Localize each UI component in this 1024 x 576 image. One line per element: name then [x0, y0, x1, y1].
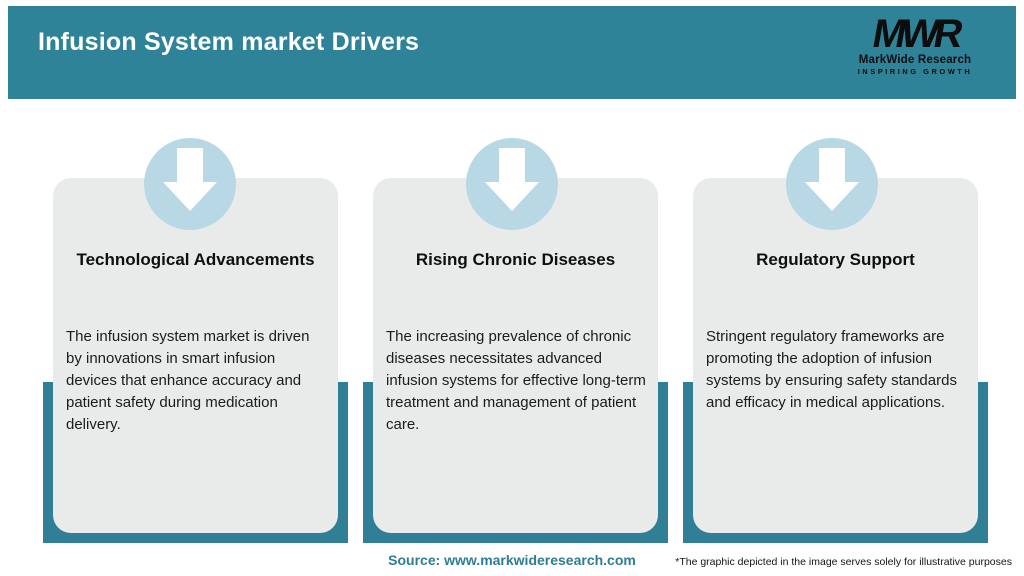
logo-tagline: INSPIRING GROWTH	[857, 67, 973, 76]
page-title: Infusion System market Drivers	[38, 28, 420, 56]
logo-monogram: MWR	[868, 12, 962, 56]
card-title: Regulatory Support	[756, 250, 915, 269]
driver-card-regulatory-support: Regulatory Support Stringent regulatory …	[693, 178, 978, 533]
card-title: Rising Chronic Diseases	[415, 250, 616, 269]
header-bar: Infusion System market Drivers MWR MarkW…	[8, 6, 1016, 99]
source-text: Source: www.markwideresearch.com	[388, 552, 636, 568]
card-body: The increasing prevalence of chronic dis…	[386, 328, 646, 433]
card-title: Technological Advancements	[76, 250, 315, 269]
markwide-research-logo: MWR MarkWide Research INSPIRING GROWTH	[830, 12, 1000, 76]
down-arrow-icon	[144, 138, 236, 230]
driver-card-rising-chronic-diseases: Rising Chronic Diseases The increasing p…	[373, 178, 658, 533]
driver-card-technological-advancements: Technological Advancements The infusion …	[53, 178, 338, 533]
card-body: Stringent regulatory frameworks are prom…	[706, 328, 957, 411]
down-arrow-icon	[466, 138, 558, 230]
down-arrow-icon	[786, 138, 878, 230]
card-body: The infusion system market is driven by …	[66, 328, 310, 433]
disclaimer-text: *The graphic depicted in the image serve…	[675, 556, 1012, 568]
logo-name: MarkWide Research	[858, 54, 972, 66]
